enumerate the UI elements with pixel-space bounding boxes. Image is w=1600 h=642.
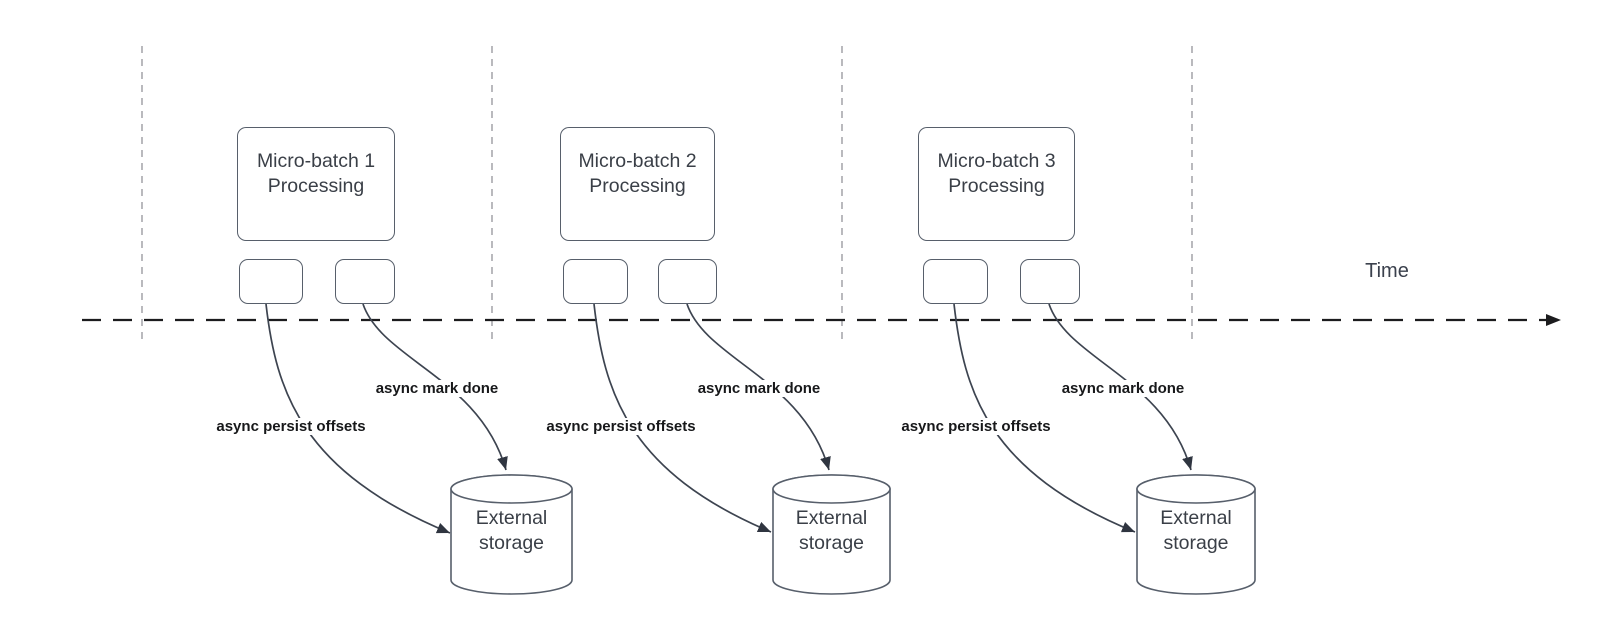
external-storage-cylinder-3	[1136, 474, 1256, 595]
persist-offsets-task-box-1	[239, 259, 303, 304]
micro-batch-3-box: Micro-batch 3 Processing	[918, 127, 1075, 241]
mark-done-curve-1	[362, 303, 508, 471]
micro-batch-2-title: Micro-batch 2	[578, 150, 697, 172]
micro-batch-1-title: Micro-batch 1	[256, 150, 376, 172]
micro-batch-3-title: Micro-batch 3	[937, 150, 1056, 172]
external-storage-label-1: External storage	[475, 507, 548, 554]
persist-offsets-task-box-2	[563, 259, 628, 304]
mark-done-task-box-3	[1020, 259, 1080, 304]
time-axis-label: Time	[1365, 260, 1409, 282]
external-storage-cylinder-1	[450, 474, 573, 595]
persist-offsets-label-1: async persist offsets	[191, 418, 391, 435]
mark-done-label-1: async mark done	[352, 380, 522, 397]
micro-batch-1-subtitle: Processing	[267, 175, 365, 197]
mark-done-task-box-2	[658, 259, 717, 304]
micro-batch-2-subtitle: Processing	[589, 175, 686, 197]
external-storage-cylinder-2	[772, 474, 891, 595]
persist-offsets-label-2: async persist offsets	[521, 418, 721, 435]
mark-done-label-3: async mark done	[1038, 380, 1208, 397]
micro-batch-2-box: Micro-batch 2 Processing	[560, 127, 715, 241]
external-storage-label-2: External storage	[795, 507, 868, 554]
mark-done-task-box-1	[335, 259, 395, 304]
micro-batch-3-subtitle: Processing	[948, 175, 1045, 197]
persist-offsets-task-box-3	[923, 259, 988, 304]
mark-done-curve-2	[686, 303, 831, 471]
mark-done-label-2: async mark done	[674, 380, 844, 397]
persist-offsets-label-3: async persist offsets	[876, 418, 1076, 435]
mark-done-curve-3	[1048, 303, 1193, 471]
micro-batch-1-box: Micro-batch 1 Processing	[237, 127, 395, 241]
external-storage-label-3: External storage	[1160, 507, 1232, 554]
